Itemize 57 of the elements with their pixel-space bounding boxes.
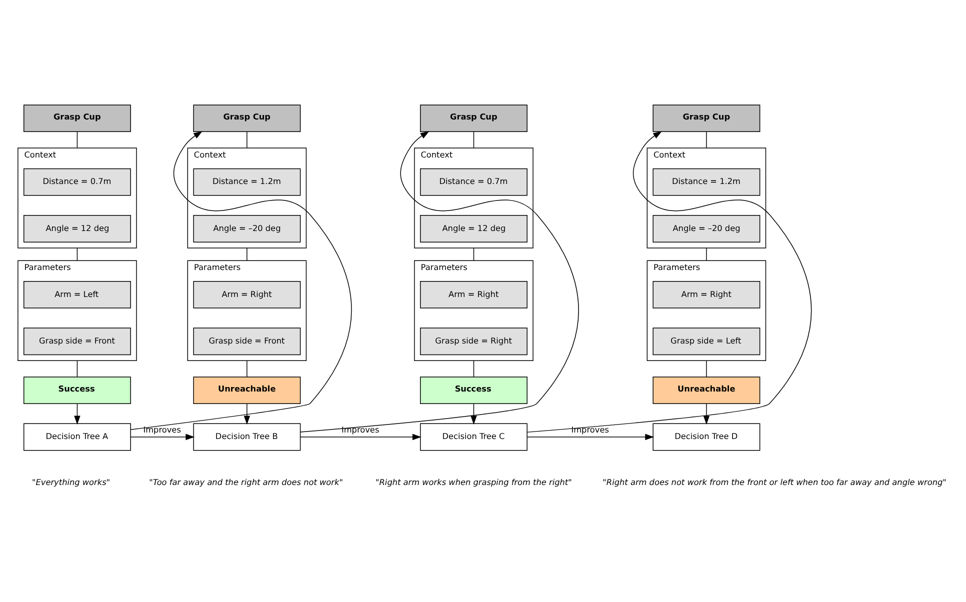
node-box: Grasp Cup [193, 104, 301, 132]
node-box: Decision Tree D [652, 423, 760, 451]
arrow [470, 404, 477, 425]
node-box: Grasp side = Right [420, 328, 528, 356]
node-label: "Everything works" [32, 477, 110, 488]
connector [246, 360, 248, 378]
edge-label: Improves [341, 424, 380, 434]
connector [473, 132, 474, 148]
edge-label: Improves [143, 424, 181, 434]
arrow [526, 131, 812, 433]
arrow [74, 404, 80, 425]
connector [706, 132, 707, 148]
arrow [526, 434, 654, 440]
node-box: Grasp Cup [420, 104, 528, 132]
connector [706, 248, 707, 261]
node-box: Arm = Right [652, 281, 760, 308]
node-box: Angle = –20 deg [652, 215, 760, 242]
connector [473, 360, 474, 378]
node-label: "Right arm works when grasping from the right" [376, 477, 572, 488]
arrow [244, 404, 250, 425]
connector [246, 248, 248, 261]
node-box: Grasp side = Front [193, 328, 301, 356]
node-box: Arm = Left [23, 281, 131, 308]
node-label: "Right arm does not work from the front or left when too far away and angle wrong" [602, 477, 946, 488]
node-box: Unreachable [652, 376, 760, 404]
node-label: "Too far away and the right arm does not work" [149, 477, 343, 488]
node-box: Distance = 0.7m [23, 168, 131, 196]
node-box: Decision Tree C [420, 423, 528, 451]
edge-label: Improves [571, 424, 609, 434]
node-box: Angle = 12 deg [420, 215, 528, 242]
connector [76, 248, 78, 261]
arrow [130, 131, 352, 430]
arrow [703, 404, 710, 425]
node-box: Distance = 1.2m [193, 168, 301, 196]
node-box: Unreachable [193, 376, 301, 404]
node-box: Decision Tree A [23, 423, 131, 451]
connector [473, 248, 474, 261]
arrow [300, 131, 579, 432]
connector [246, 132, 248, 148]
node-box: Grasp Cup [652, 104, 760, 132]
node-box: Distance = 0.7m [420, 168, 528, 196]
node-box: Decision Tree B [193, 423, 301, 451]
node-box: Success [420, 376, 528, 404]
node-box: Arm = Right [420, 281, 528, 308]
arrow [300, 434, 422, 440]
node-box: Grasp Cup [23, 104, 131, 132]
node-box: Angle = 12 deg [23, 215, 131, 242]
connector [76, 132, 78, 148]
node-box: Angle = –20 deg [193, 215, 301, 242]
connector [76, 360, 78, 378]
arrow [130, 434, 195, 440]
node-box: Arm = Right [193, 281, 301, 308]
node-box: Grasp side = Front [23, 328, 131, 356]
connector [706, 360, 707, 378]
node-box: Grasp side = Left [652, 328, 760, 356]
node-box: Success [23, 376, 131, 404]
node-box: Distance = 1.2m [652, 168, 760, 196]
